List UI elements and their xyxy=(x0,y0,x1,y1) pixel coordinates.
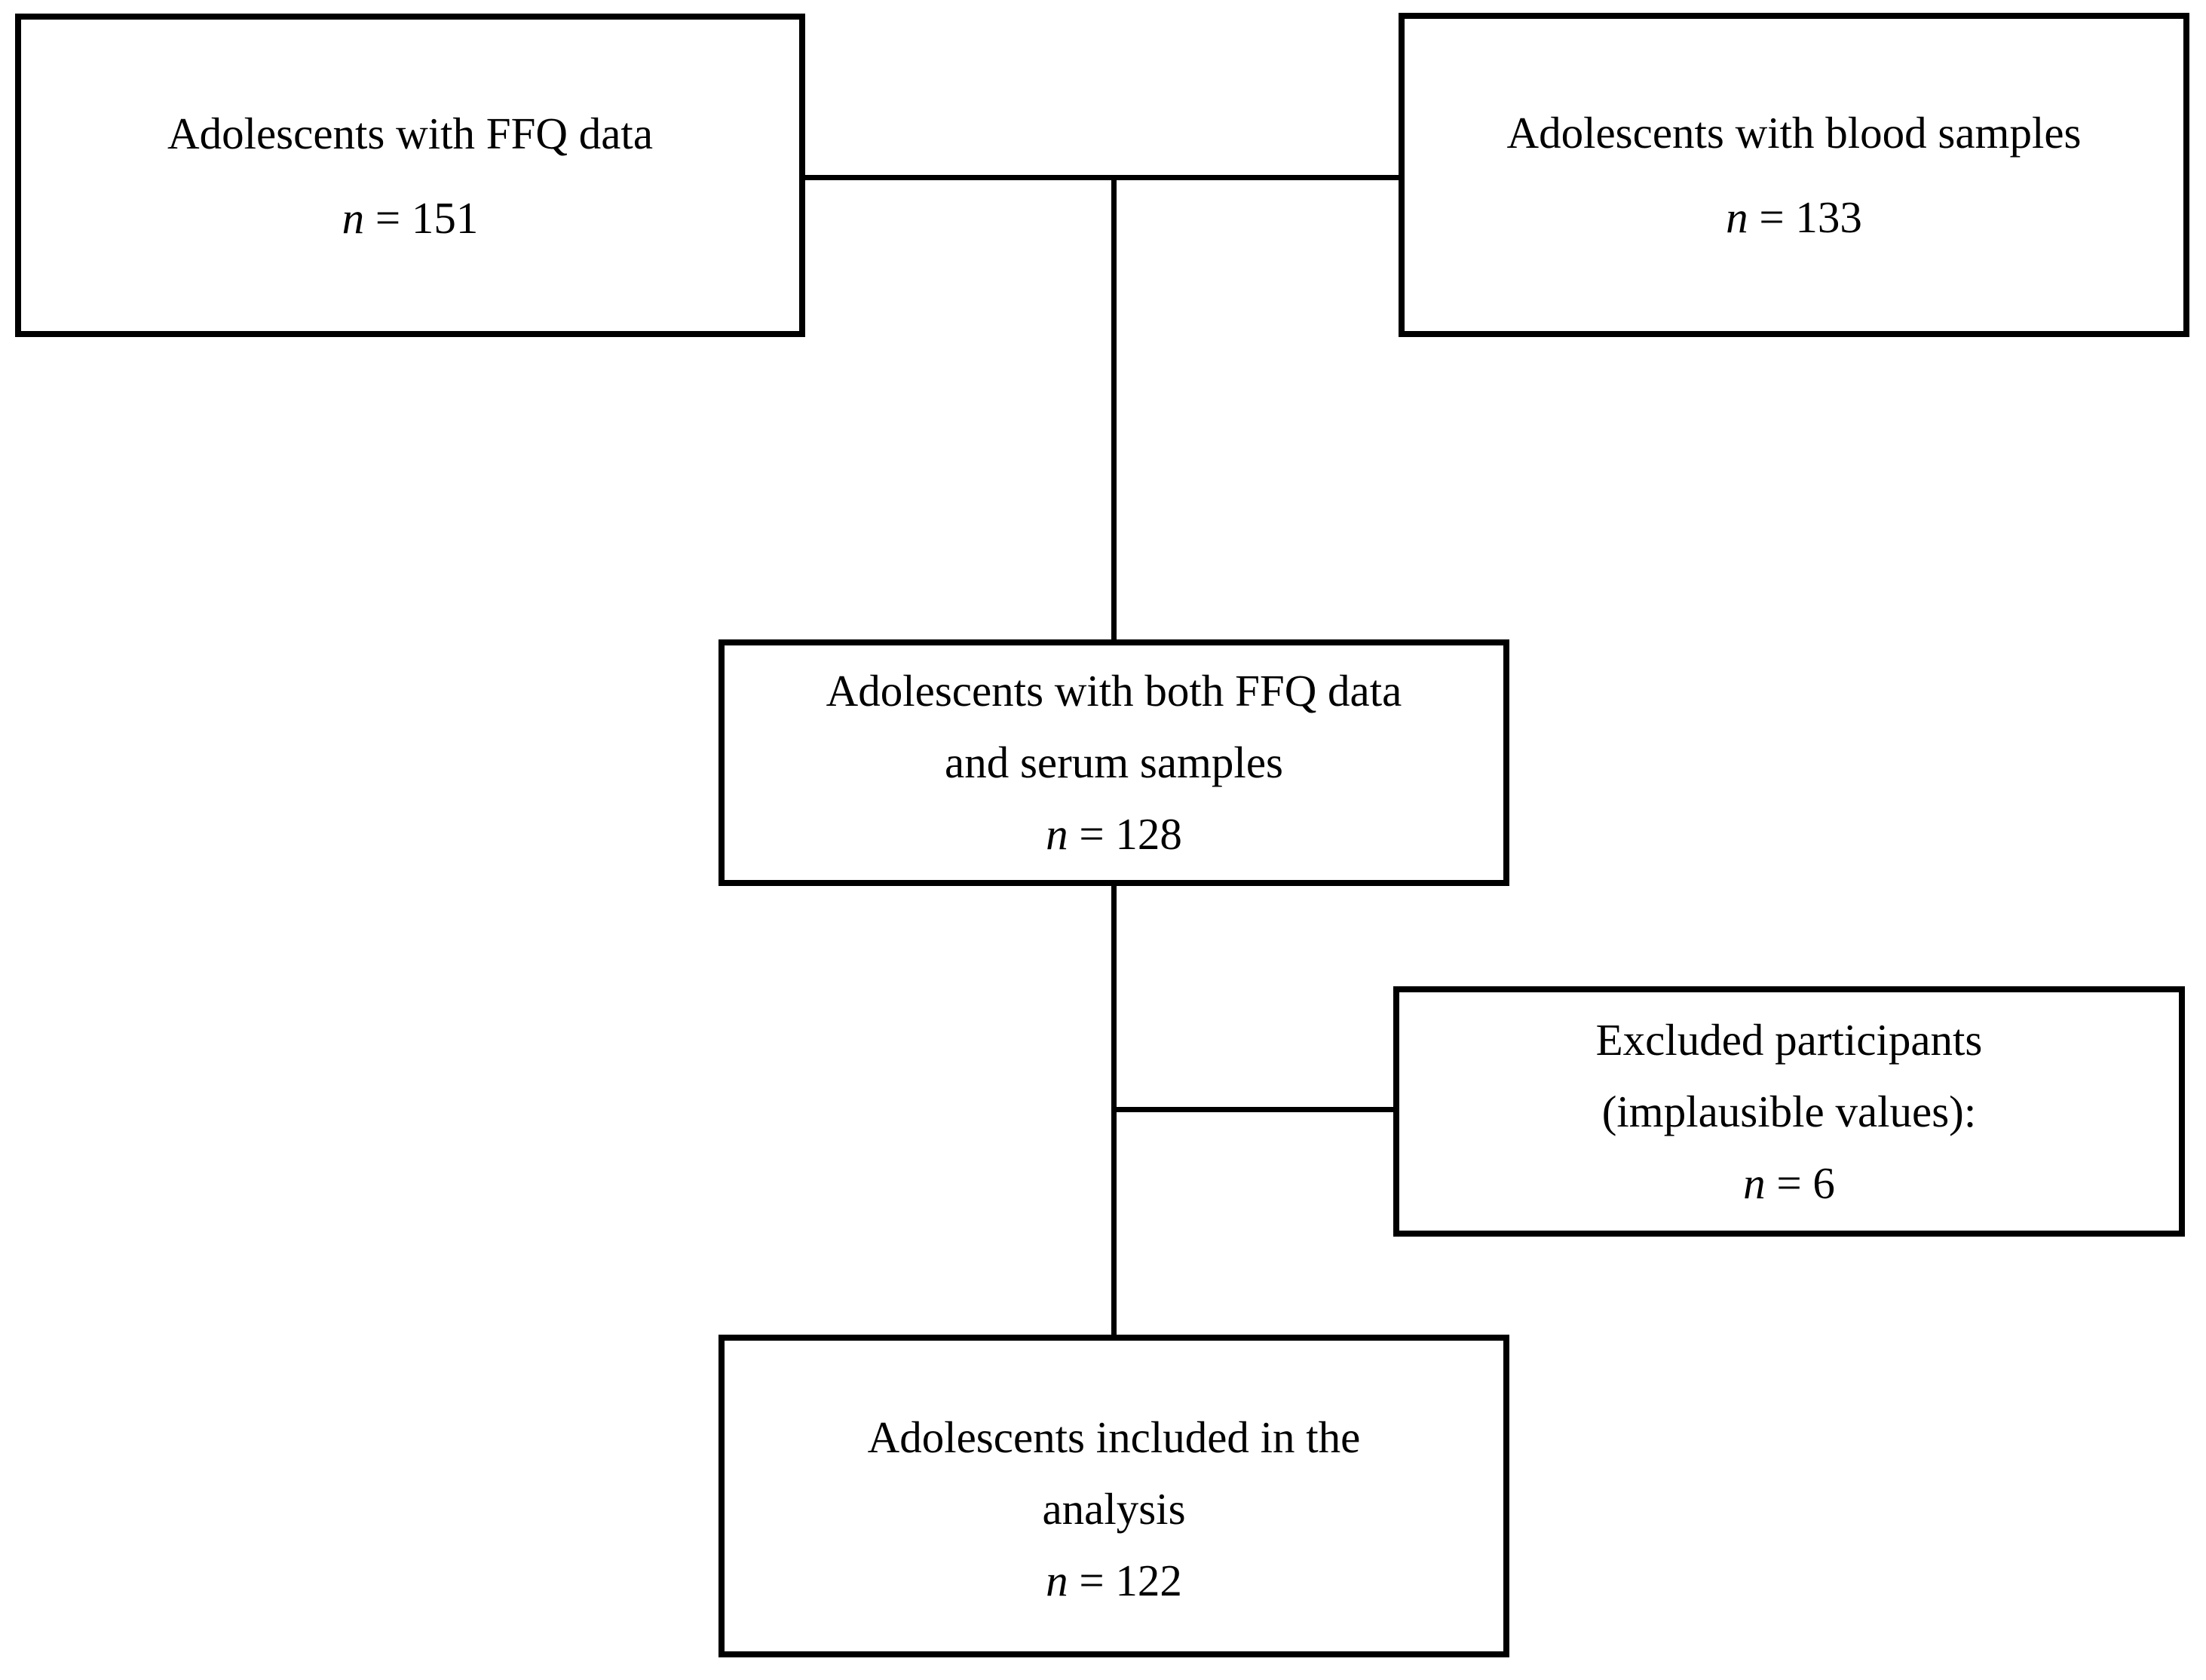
box-blood-n-symbol: n xyxy=(1726,192,1748,242)
box-blood-label: Adolescents with blood samples xyxy=(1506,108,2082,158)
box-ffq-n-value: = 151 xyxy=(364,192,479,243)
box-included-label-line2: analysis xyxy=(1042,1483,1186,1534)
box-blood-count: n = 133 xyxy=(1726,175,1862,259)
box-included-label-line1: Adolescents included in the xyxy=(867,1412,1361,1462)
box-adolescents-both-ffq-serum: Adolescents with both FFQ data and serum… xyxy=(718,639,1509,886)
box-both-n-value: = 128 xyxy=(1068,809,1182,859)
connector-top-horizontal xyxy=(805,175,1399,180)
box-included-count: n = 122 xyxy=(1046,1545,1182,1617)
box-excluded-count: n = 6 xyxy=(1743,1148,1835,1219)
box-both-label-line2: and serum samples xyxy=(945,737,1283,787)
box-included-n-value: = 122 xyxy=(1068,1555,1182,1605)
box-both-count: n = 128 xyxy=(1046,799,1182,870)
box-excluded-label-line1: Excluded participants xyxy=(1595,1014,1983,1065)
box-adolescents-ffq-data: Adolescents with FFQ data n = 151 xyxy=(15,14,805,337)
box-both-n-symbol: n xyxy=(1046,809,1068,859)
box-excluded-label-line2: (implausible values): xyxy=(1601,1086,1977,1136)
box-excluded-participants: Excluded participants (implausible value… xyxy=(1393,986,2185,1237)
box-adolescents-included-analysis: Adolescents included in the analysis n =… xyxy=(718,1335,1509,1657)
box-adolescents-blood-samples: Adolescents with blood samples n = 133 xyxy=(1399,13,2189,337)
connector-merge-vertical xyxy=(1111,175,1117,639)
box-ffq-label: Adolescents with FFQ data xyxy=(167,108,654,158)
box-excluded-n-value: = 6 xyxy=(1765,1157,1835,1208)
box-ffq-count: n = 151 xyxy=(342,176,479,260)
box-blood-n-value: = 133 xyxy=(1748,192,1862,242)
box-included-n-symbol: n xyxy=(1046,1555,1068,1605)
box-ffq-n-symbol: n xyxy=(342,192,365,243)
box-both-label-line1: Adolescents with both FFQ data xyxy=(826,666,1402,716)
box-excluded-n-symbol: n xyxy=(1743,1157,1766,1208)
connector-exclusion-branch xyxy=(1114,1107,1393,1112)
